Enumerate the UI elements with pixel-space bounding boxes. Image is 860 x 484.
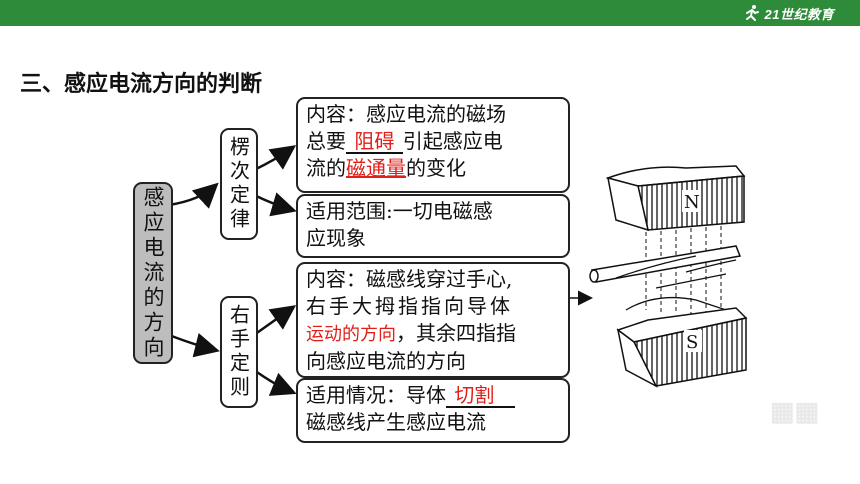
lenz-content-line2-pre: 总要 [306, 129, 346, 153]
righthand-scope-line2: 磁感线产生感应电流 [306, 410, 486, 434]
logo-text: 21世纪教育 [764, 6, 834, 22]
righthand-content-line1: 内容：磁感线穿过手心, [306, 267, 513, 291]
righthand-scope-line1-pre: 适用情况：导体 [306, 383, 446, 407]
lenz-content-line3-pre: 流的 [306, 156, 346, 180]
answer-blank-cut: 切割 [454, 383, 495, 407]
answer-blank-flux: 磁通量 [346, 156, 406, 180]
lenz-content-box: 内容：感应电流的磁场 总要 阻碍 引起感应电 流的磁通量的变化 [296, 97, 570, 193]
branch-right-hand-rule: 右手定则 [220, 296, 258, 408]
magnet-hand-diagram: N S [589, 165, 748, 388]
right-hand-outline [625, 296, 727, 311]
righthand-scope-box: 适用情况：导体 切割 磁感线产生感应电流 [296, 378, 570, 443]
watermark-mark: ▦▦ [770, 396, 820, 426]
lenz-content-line3-post: 的变化 [406, 156, 466, 180]
lenz-scope-box: 适用范围:一切电磁感 应现象 [296, 194, 570, 258]
lenz-content-line2-post: 引起感应电 [402, 129, 503, 153]
righthand-content-line3-post: ，其余四指指 [396, 321, 516, 345]
righthand-content-line2: 右手大拇指指向导体 [306, 294, 513, 318]
header-bar: 21世纪教育 [0, 0, 860, 26]
answer-blank-hinder: 阻碍 [354, 129, 395, 153]
runner-icon [745, 5, 759, 21]
section-heading: 三、感应电流方向的判断 [20, 72, 263, 97]
righthand-content-box: 内容：磁感线穿过手心, 右手大拇指指向导体 运动的方向，其余四指指 向感应电流的… [296, 262, 570, 378]
lenz-scope-line2: 应现象 [306, 226, 366, 250]
south-label: S [686, 332, 698, 353]
brand-logo[interactable]: 21世纪教育 [743, 3, 834, 23]
righthand-content-line4: 向感应电流的方向 [306, 349, 466, 373]
north-label: N [684, 192, 700, 213]
north-pole-top [605, 165, 746, 187]
lenz-scope-line1: 适用范围:一切电磁感 [306, 199, 493, 223]
answer-blank-motion-direction: 运动的方向 [306, 324, 396, 345]
branch-lenz-law: 楞次定律 [220, 128, 258, 240]
lenz-content-line1: 内容：感应电流的磁场 [306, 102, 506, 126]
center-label-box: 感应电流的方向 [133, 182, 173, 364]
